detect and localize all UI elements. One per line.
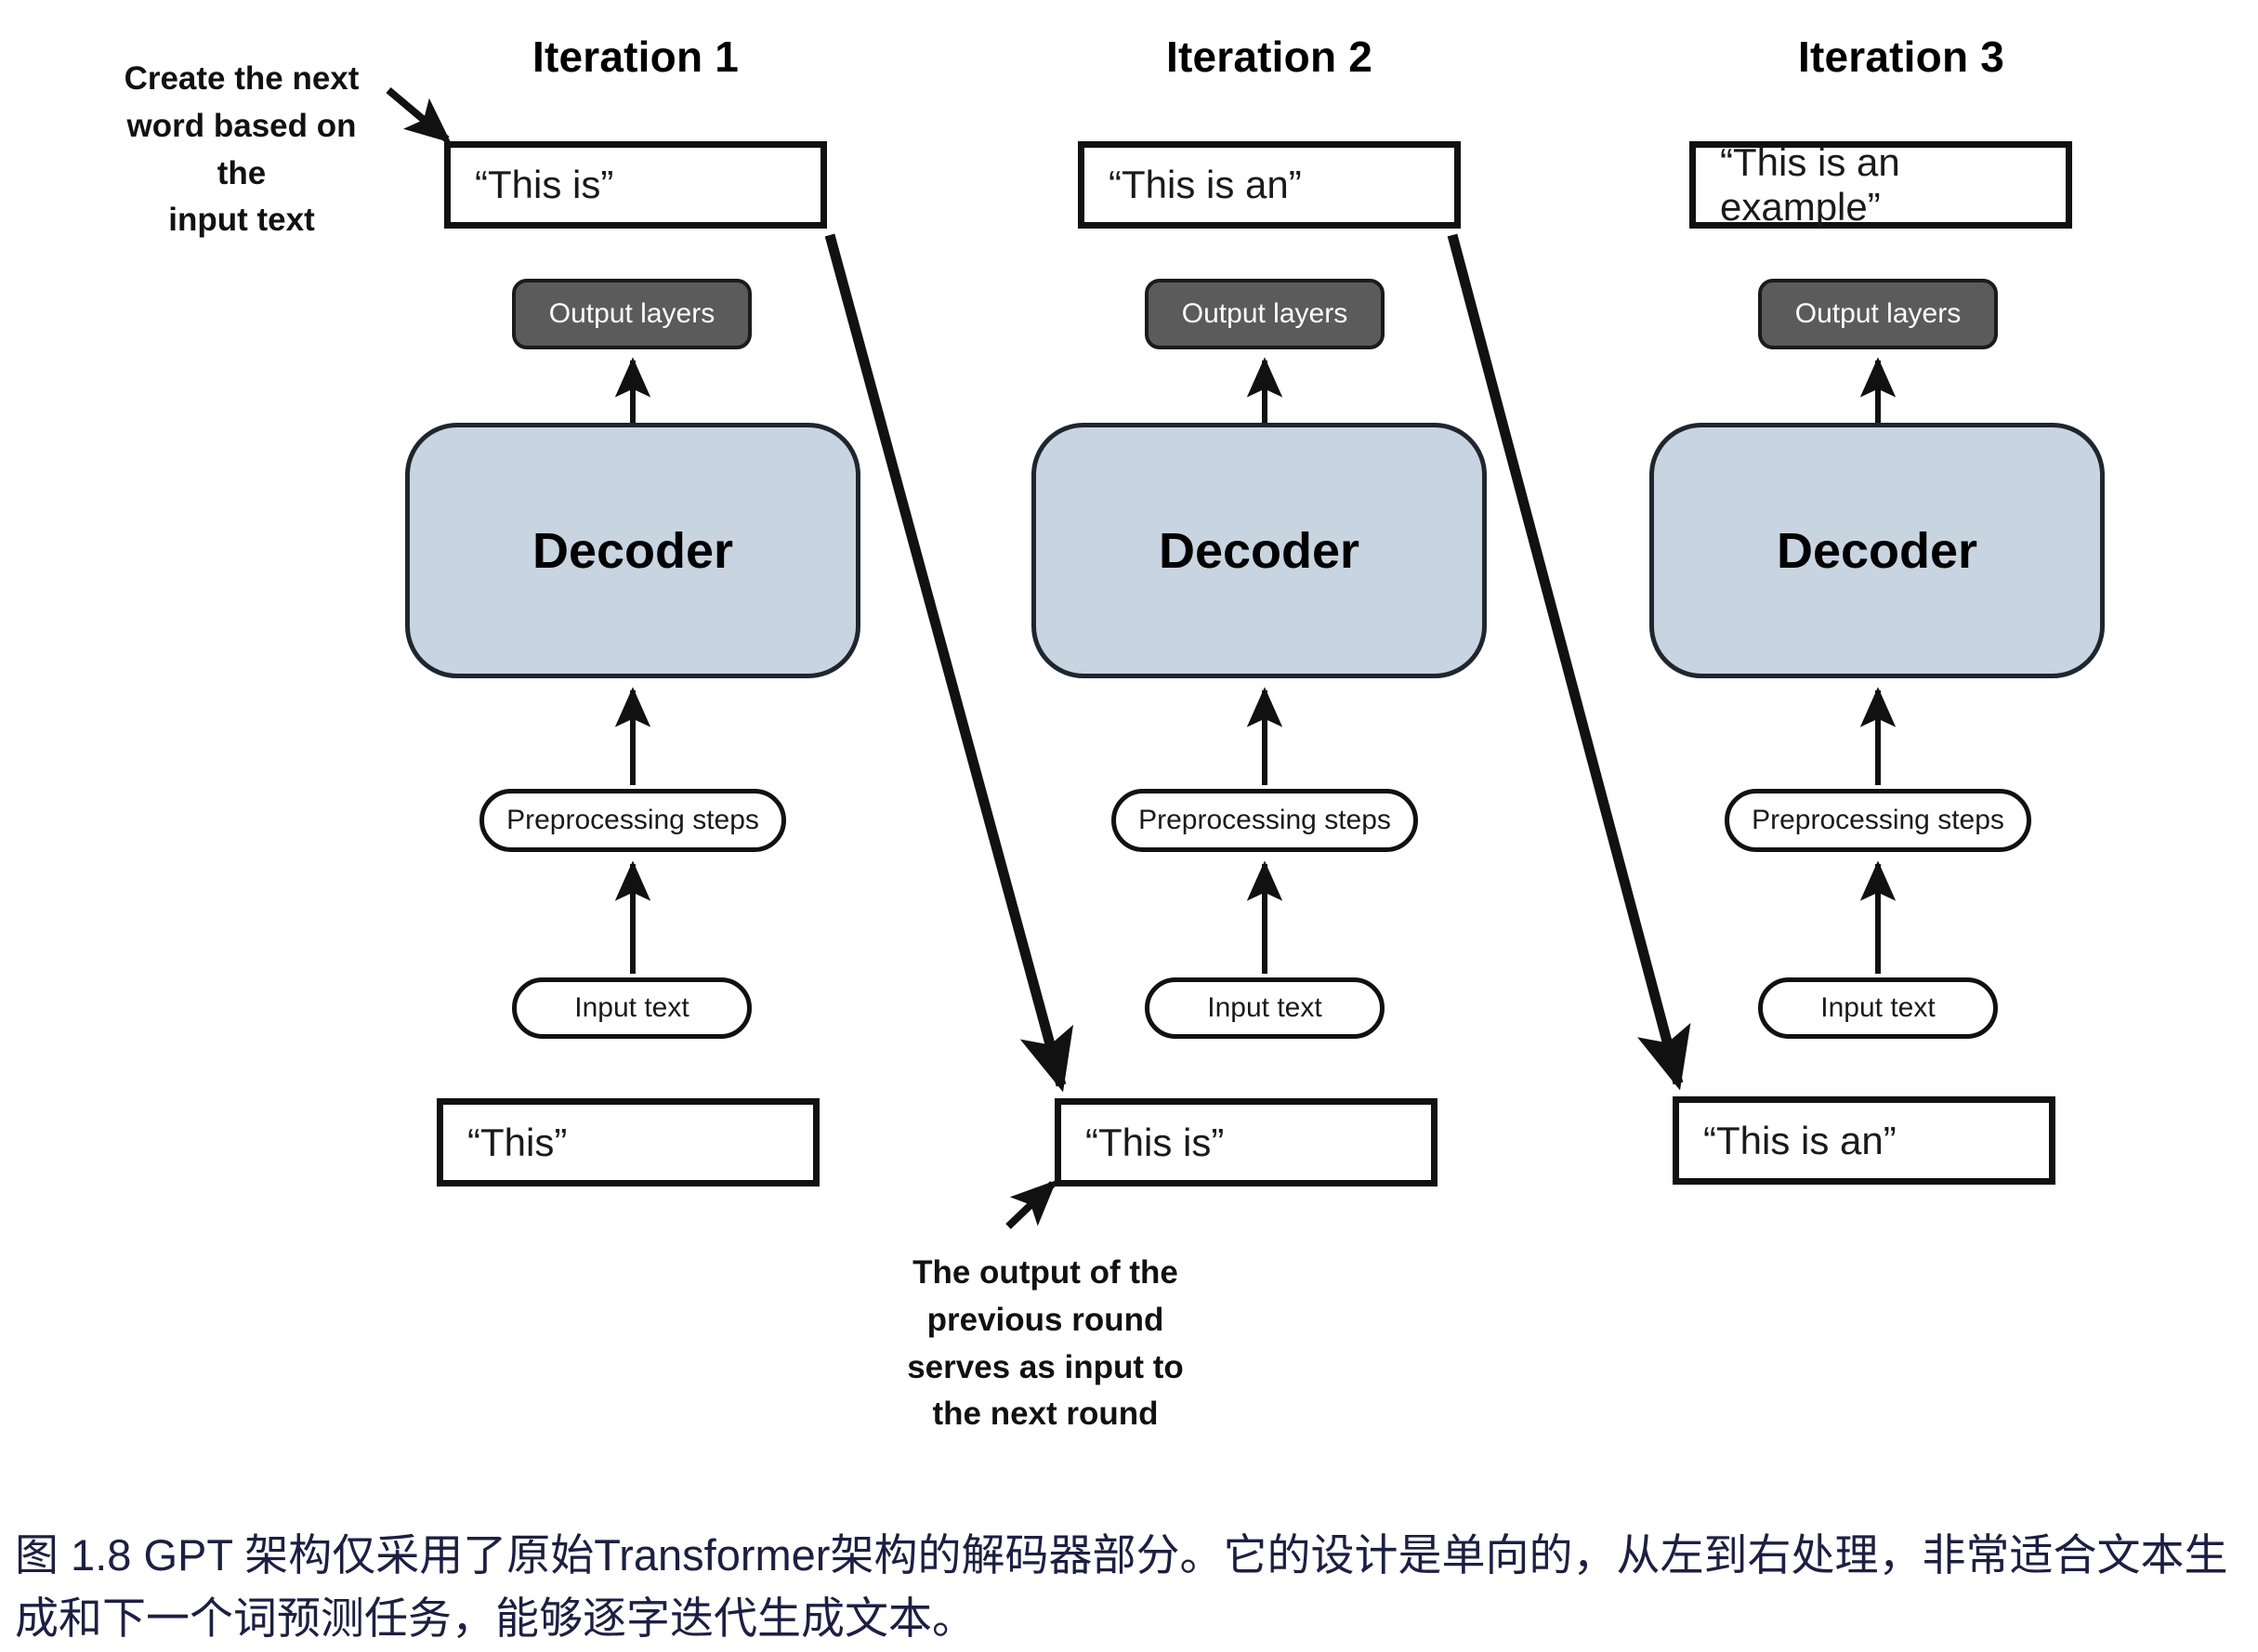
output-string-box-iteration-1: “This is” (444, 141, 827, 229)
input-string-box-iteration-1: “This” (437, 1098, 820, 1187)
annotation-line: Create the next (124, 60, 360, 97)
arrow-annotation-create-next-word (386, 86, 452, 143)
column-title-iteration-2: Iteration 2 (1165, 33, 1373, 81)
output-layers-box-iteration-3: Output layers (1758, 279, 1998, 349)
arrow-annotation-output-serves-as-input (1005, 1180, 1057, 1229)
annotation-line: the next round (932, 1396, 1159, 1433)
input-text-box-iteration-3: Input text (1758, 977, 1998, 1039)
annotation-line: word based on the (126, 107, 357, 191)
annotation-line: input text (168, 202, 315, 239)
arrow-iteration2-output-to-iteration3-input (1447, 233, 1691, 1091)
decoder-box-iteration-3: Decoder (1649, 423, 2105, 678)
annotation-create-next-word: Create the next word based on the input … (102, 56, 381, 244)
output-string-box-iteration-3: “This is an example” (1689, 140, 2072, 229)
input-string-box-iteration-2: “This is” (1055, 1098, 1438, 1187)
input-text-box-iteration-1: Input text (512, 977, 752, 1039)
preprocessing-steps-box-iteration-1: Preprocessing steps (479, 789, 786, 852)
annotation-output-serves-as-input: The output of the previous round serves … (906, 1250, 1185, 1438)
output-layers-box-iteration-2: Output layers (1145, 279, 1385, 349)
column-title-iteration-1: Iteration 1 (532, 33, 740, 81)
column-title-iteration-3: Iteration 3 (1797, 33, 2005, 81)
input-string-box-iteration-3: “This is an” (1673, 1096, 2055, 1185)
figure-caption: 图 1.8 GPT 架构仅采用了原始Transformer架构的解码器部分。它的… (15, 1530, 2228, 1644)
preprocessing-steps-box-iteration-2: Preprocessing steps (1111, 789, 1418, 852)
output-string-box-iteration-2: “This is an” (1078, 141, 1461, 229)
annotation-line: The output of the (912, 1254, 1178, 1291)
input-text-box-iteration-2: Input text (1145, 977, 1385, 1039)
annotation-line: serves as input to (907, 1348, 1184, 1385)
preprocessing-steps-box-iteration-3: Preprocessing steps (1725, 789, 2031, 852)
decoder-box-iteration-1: Decoder (405, 423, 860, 678)
output-layers-box-iteration-1: Output layers (512, 279, 752, 349)
annotation-line: previous round (926, 1301, 1164, 1338)
arrow-iteration1-output-to-iteration2-input (824, 233, 1074, 1093)
decoder-box-iteration-2: Decoder (1031, 423, 1487, 678)
